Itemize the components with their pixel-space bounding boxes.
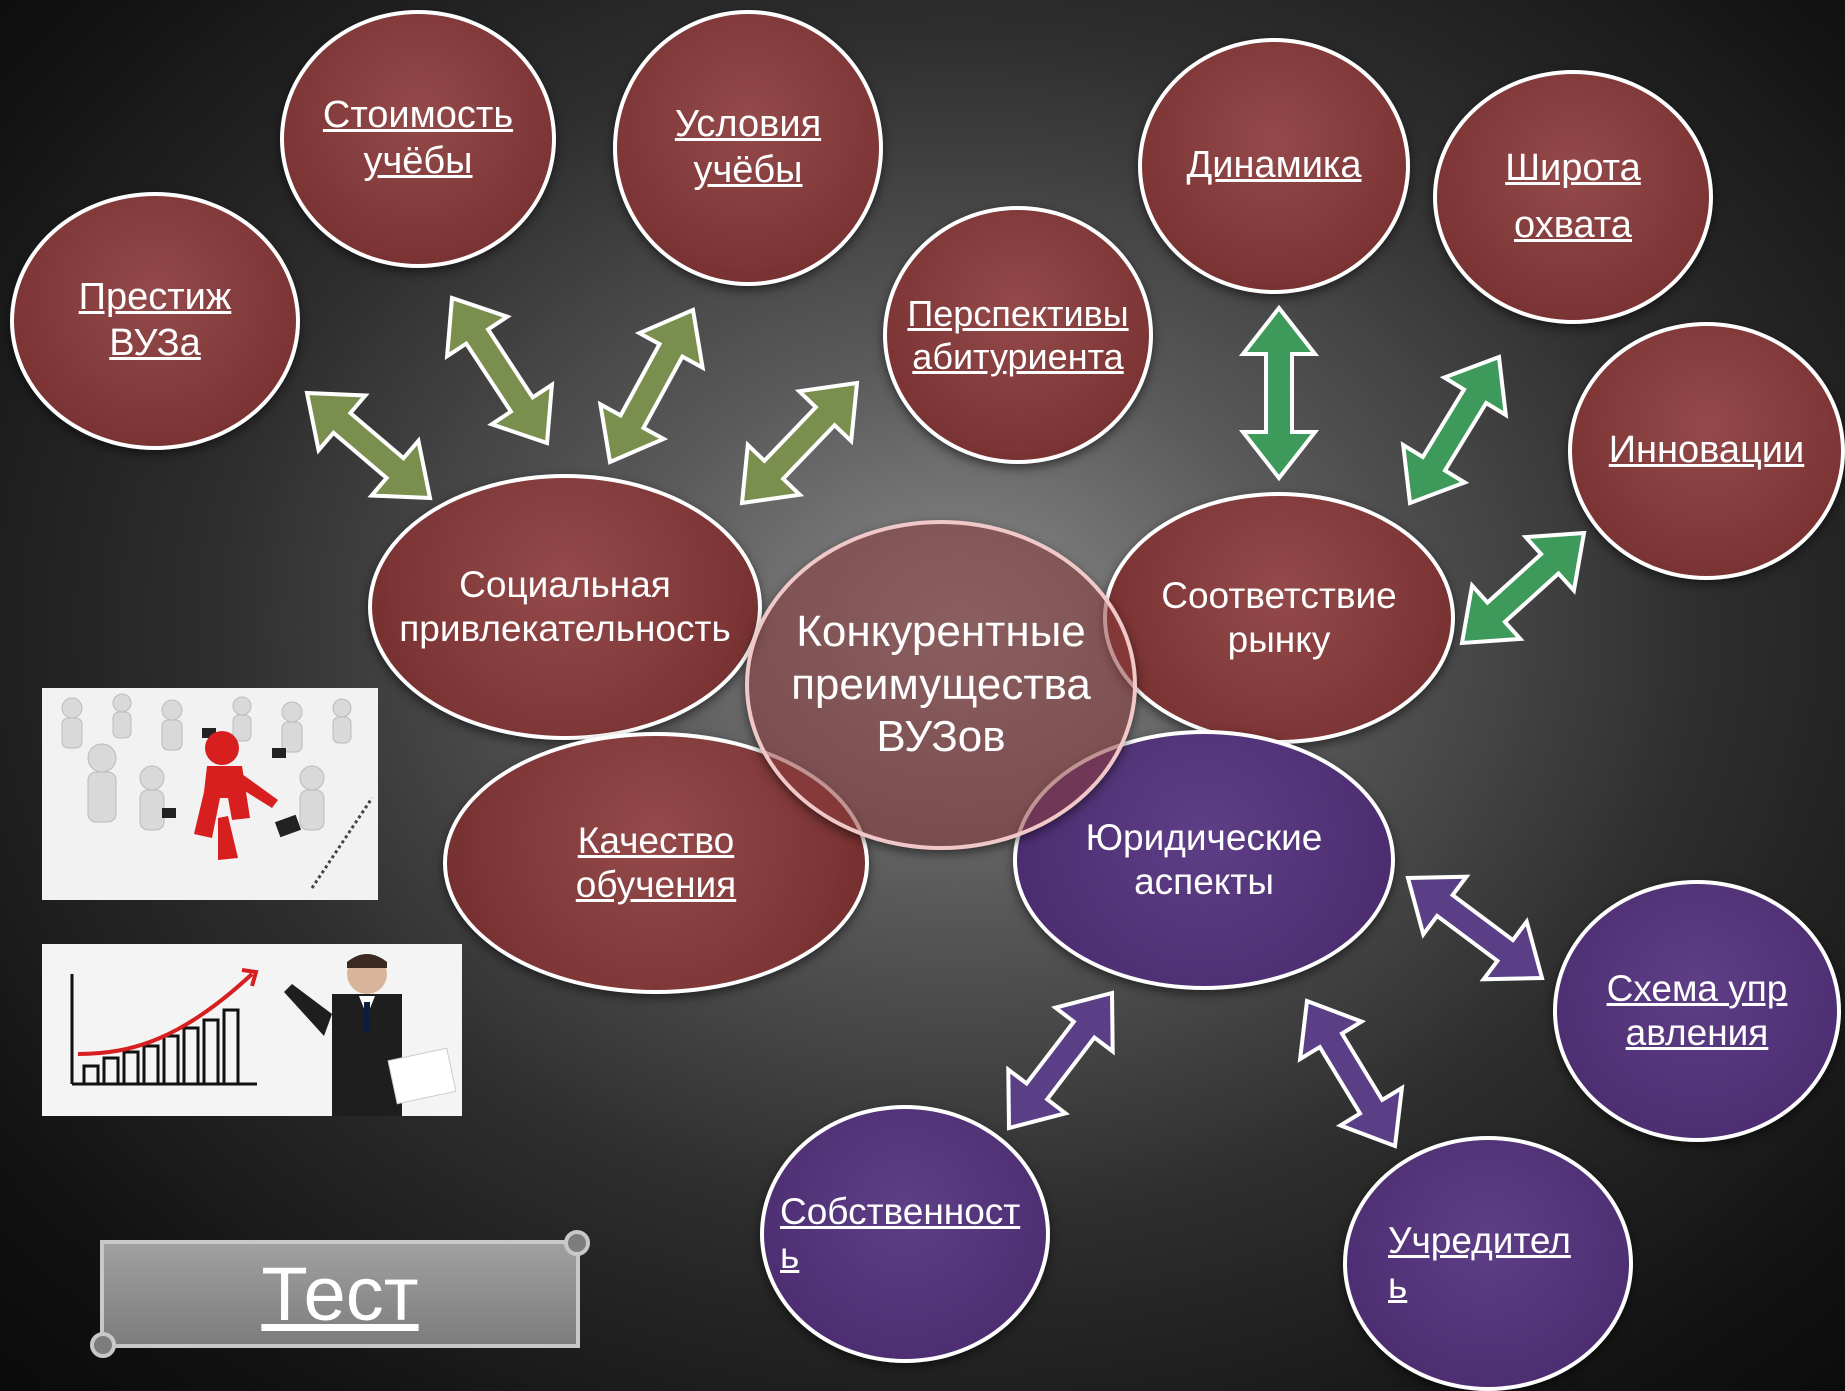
- arrow-cost: [444, 295, 555, 446]
- node-dynamics[interactable]: Динамика: [1138, 38, 1410, 294]
- node-management-label[interactable]: Схема управления: [1606, 967, 1788, 1053]
- node-management[interactable]: Схема управления: [1553, 880, 1841, 1142]
- test-button-label[interactable]: Тест: [261, 1251, 419, 1337]
- running-businessmen-icon: [42, 688, 378, 900]
- hub-social-label: Социальная привлекательность: [399, 563, 731, 649]
- hub-legal-label: Юридические аспекты: [1085, 816, 1323, 902]
- arrow-coverage: [1400, 354, 1509, 506]
- center-label: Конкурентные преимущества ВУЗов: [791, 606, 1091, 762]
- crowd-illustration: [42, 688, 378, 900]
- node-cost[interactable]: Стоимость учёбы: [280, 10, 556, 268]
- node-property-label[interactable]: Собственность: [780, 1190, 1021, 1276]
- hub-quality-label[interactable]: Качество обучения: [575, 819, 737, 905]
- node-innovations[interactable]: Инновации: [1568, 322, 1845, 580]
- node-conditions-label[interactable]: Условия учёбы: [674, 103, 822, 191]
- node-founder-label[interactable]: Учредитель: [1388, 1220, 1571, 1306]
- arrow-management: [1405, 874, 1545, 982]
- arrow-prestige: [304, 390, 433, 501]
- arrow-founder: [1297, 998, 1405, 1149]
- growth-chart-icon: [42, 944, 462, 1116]
- hub-social: Социальная привлекательность: [368, 474, 762, 740]
- arrow-prospects: [739, 380, 860, 506]
- node-founder[interactable]: Учредитель: [1343, 1136, 1633, 1391]
- node-coverage-label[interactable]: Широта охвата: [1505, 147, 1641, 246]
- node-innovations-label[interactable]: Инновации: [1608, 429, 1805, 472]
- hub-market-label: Соответствие рынку: [1161, 574, 1397, 660]
- chart-photo: [42, 944, 462, 1116]
- arrow-innovations: [1459, 530, 1587, 646]
- arrow-conditions: [597, 307, 706, 465]
- node-cost-label[interactable]: Стоимость учёбы: [322, 94, 514, 182]
- node-coverage[interactable]: Широта охвата: [1433, 70, 1713, 324]
- arrow-property: [1006, 990, 1115, 1131]
- hub-market: Соответствие рынку: [1103, 492, 1455, 744]
- center-node: Конкурентные преимущества ВУЗов: [745, 520, 1137, 850]
- node-conditions[interactable]: Условия учёбы: [613, 10, 883, 286]
- node-prospects[interactable]: Перспективы абитуриента: [883, 206, 1153, 464]
- node-dynamics-label[interactable]: Динамика: [1186, 144, 1362, 187]
- test-button[interactable]: Тест: [90, 1230, 590, 1358]
- node-property[interactable]: Собственность: [760, 1105, 1050, 1363]
- node-prospects-label[interactable]: Перспективы абитуриента: [907, 292, 1129, 377]
- node-prestige[interactable]: Престиж ВУЗа: [10, 192, 300, 450]
- node-prestige-label[interactable]: Престиж ВУЗа: [78, 276, 232, 364]
- arrow-dynamics: [1238, 304, 1320, 482]
